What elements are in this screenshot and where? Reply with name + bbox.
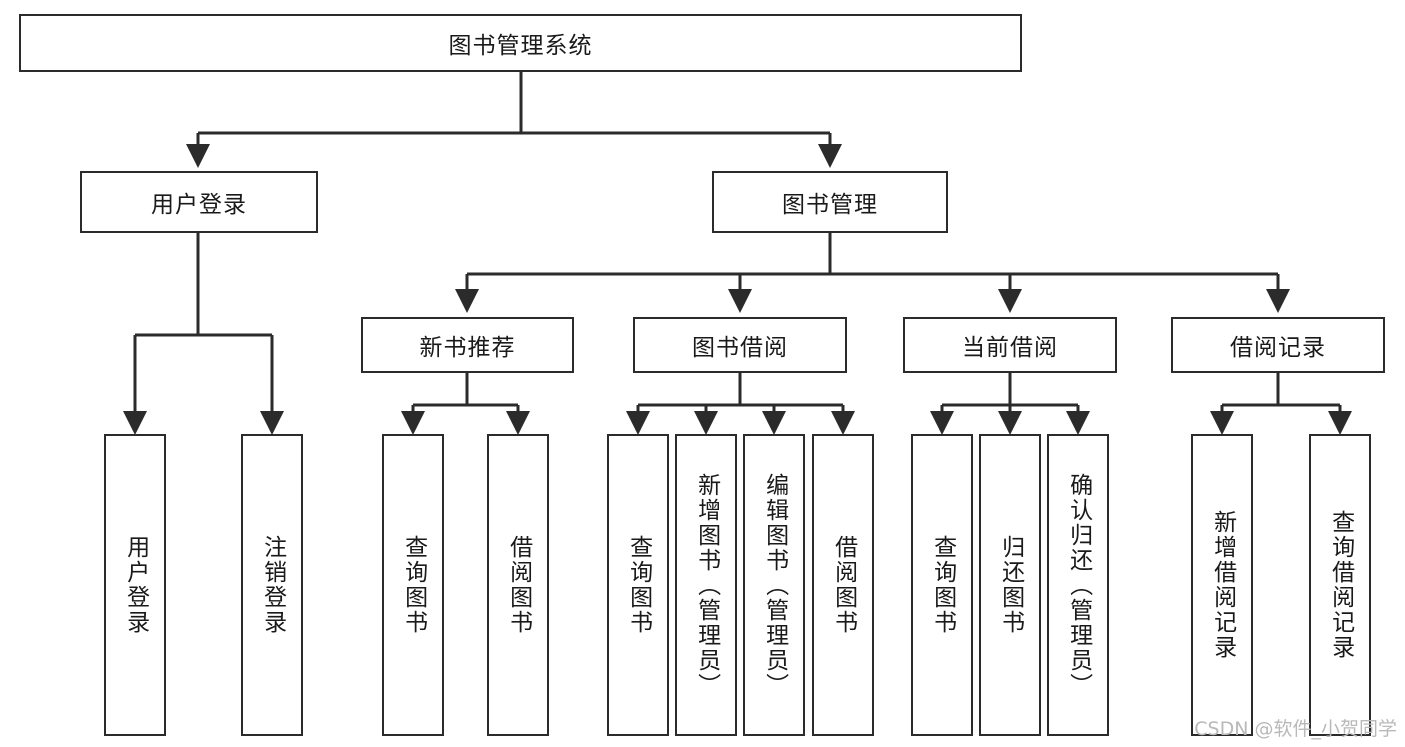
node-label: 查询图书 bbox=[400, 535, 427, 635]
node-label: 借阅图书 bbox=[505, 535, 532, 635]
node-label: 注销登录 bbox=[259, 535, 286, 635]
node-label: 用户登录 bbox=[122, 535, 149, 635]
node-root-book-management-system[interactable]: 图书管理系统 bbox=[19, 14, 1022, 72]
node-label: 新增图书（管理员） bbox=[693, 472, 720, 698]
node-label: 归还图书 bbox=[997, 535, 1024, 635]
leaf-new-book-query-book[interactable]: 查询图书 bbox=[382, 434, 444, 736]
leaf-book-borrow-query-book[interactable]: 查询图书 bbox=[607, 434, 669, 736]
node-new-book-recommend[interactable]: 新书推荐 bbox=[361, 317, 574, 373]
leaf-current-borrow-confirm-return-admin[interactable]: 确认归还（管理员） bbox=[1047, 434, 1109, 736]
leaf-current-borrow-query-book[interactable]: 查询图书 bbox=[911, 434, 973, 736]
leaf-new-book-borrow-book[interactable]: 借阅图书 bbox=[487, 434, 549, 736]
leaf-current-borrow-return-book[interactable]: 归还图书 bbox=[979, 434, 1041, 736]
node-borrow-record[interactable]: 借阅记录 bbox=[1171, 317, 1385, 373]
node-label: 确认归还（管理员） bbox=[1065, 472, 1092, 698]
node-current-borrow[interactable]: 当前借阅 bbox=[903, 317, 1117, 373]
node-label: 用户登录 bbox=[151, 192, 247, 218]
node-label: 图书管理 bbox=[782, 192, 878, 218]
node-label: 编辑图书（管理员） bbox=[761, 472, 788, 698]
node-label: 查询图书 bbox=[625, 535, 652, 635]
leaf-book-borrow-edit-book-admin[interactable]: 编辑图书（管理员） bbox=[743, 434, 805, 736]
node-book-management[interactable]: 图书管理 bbox=[712, 171, 948, 233]
node-label: 图书管理系统 bbox=[448, 33, 593, 59]
node-label: 新书推荐 bbox=[419, 335, 516, 361]
leaf-borrow-record-query-record[interactable]: 查询借阅记录 bbox=[1309, 434, 1371, 736]
leaf-user-logout[interactable]: 注销登录 bbox=[241, 434, 303, 736]
csdn-watermark: CSDN @软件_小贺同学 bbox=[1194, 718, 1397, 740]
node-user-login[interactable]: 用户登录 bbox=[80, 171, 318, 233]
node-label: 当前借阅 bbox=[962, 335, 1058, 361]
leaf-book-borrow-borrow-book[interactable]: 借阅图书 bbox=[812, 434, 874, 736]
node-label: 借阅记录 bbox=[1230, 335, 1326, 361]
node-label: 查询图书 bbox=[929, 535, 956, 635]
leaf-borrow-record-add-record[interactable]: 新增借阅记录 bbox=[1191, 434, 1253, 736]
node-label: 查询借阅记录 bbox=[1327, 510, 1354, 660]
leaf-book-borrow-add-book-admin[interactable]: 新增图书（管理员） bbox=[675, 434, 737, 736]
node-book-borrow[interactable]: 图书借阅 bbox=[633, 317, 847, 373]
node-label: 借阅图书 bbox=[830, 535, 857, 635]
leaf-user-login[interactable]: 用户登录 bbox=[104, 434, 166, 736]
node-label: 图书借阅 bbox=[692, 335, 788, 361]
node-label: 新增借阅记录 bbox=[1209, 510, 1236, 660]
